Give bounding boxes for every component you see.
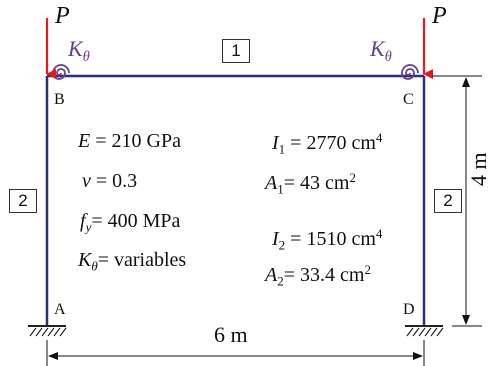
load-label-left: P: [55, 3, 70, 29]
height-dimension-label: 4 m: [466, 152, 491, 186]
poisson-text: ν = 0.3: [82, 170, 138, 192]
spring-label-right: Kθ: [370, 36, 392, 65]
load-label-right: P: [432, 3, 447, 29]
area-1-text: A1= 43 cm2: [265, 170, 356, 197]
inertia-2-text: I2 = 1510 cm4: [272, 226, 383, 253]
width-dimension: [46, 340, 425, 366]
member-label-left-column: 2: [9, 189, 37, 213]
node-label-b: B: [54, 91, 65, 108]
modulus-text: E = 210 GPa: [78, 130, 181, 152]
fixed-support-a: [28, 325, 67, 337]
height-dimension: [432, 75, 482, 327]
node-label-c: C: [403, 91, 414, 108]
node-label-d: D: [403, 301, 415, 318]
fixed-support-d: [405, 325, 444, 337]
member-label-right-column: 2: [434, 189, 462, 213]
area-2-text: A2= 33.4 cm2: [265, 262, 371, 289]
member-label-beam: 1: [222, 39, 250, 63]
spring-stiffness-text: Kθ= variables: [78, 249, 187, 274]
spring-b-icon: [52, 64, 70, 80]
spring-label-left: Kθ: [68, 36, 90, 65]
width-dimension-label: 6 m: [214, 322, 248, 347]
spring-c-icon: [401, 64, 419, 80]
inertia-1-text: I1 = 2770 cm4: [272, 130, 383, 157]
node-label-a: A: [54, 301, 66, 318]
yield-stress-text: fy= 400 MPa: [80, 210, 181, 235]
